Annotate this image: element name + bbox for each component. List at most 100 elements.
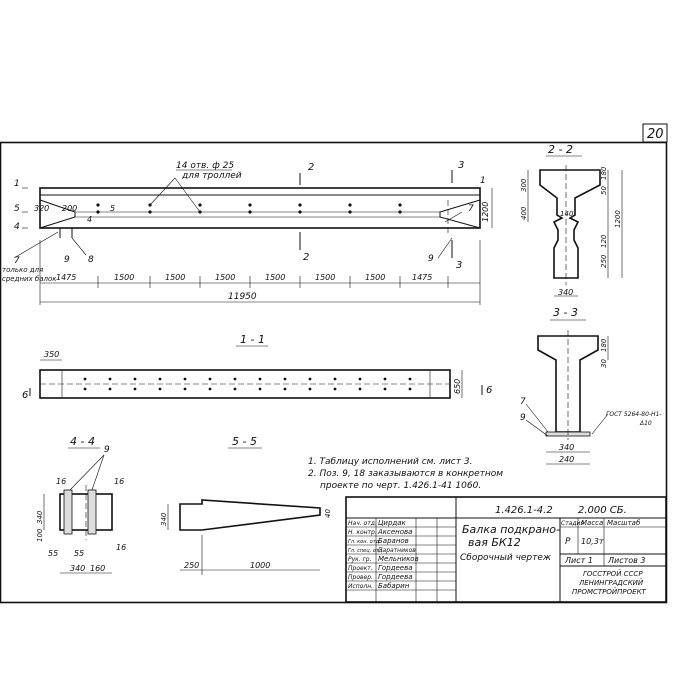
s22-dim-1200: 1200: [614, 210, 622, 228]
span-3: 1500: [165, 273, 185, 282]
sig-name-7: Гордеева: [378, 573, 413, 581]
s22-dim-140-r: 140: [560, 210, 574, 218]
doc-type: 2.000 СБ.: [578, 505, 627, 516]
section-4-4: 4 - 4 9 16 16 16 340 100 55 55 340 160: [36, 435, 126, 574]
s55-dim-40: 40: [324, 509, 332, 518]
s44-mark-16-a: 16: [56, 477, 66, 486]
s44-dim-340-v: 340: [36, 510, 44, 524]
sheets-label: Листов 3: [607, 556, 646, 565]
sig-role-2: Н. контр.: [348, 529, 377, 536]
span-4: 1500: [215, 273, 235, 282]
sig-role-1: Нач. отд.: [348, 520, 377, 527]
s11-dim-650: 650: [453, 379, 462, 394]
holes-label-1: 14 отв. ф 25: [176, 161, 234, 171]
s44-mark-16-c: 16: [116, 543, 126, 552]
sheet-number: 20: [647, 127, 664, 142]
mass-header: Масса: [581, 519, 603, 527]
section-5-5-title: 5 - 5: [232, 435, 257, 448]
holes-label-2: для троллей: [181, 171, 242, 181]
s22-dim-180: 180: [600, 166, 608, 180]
s33-dim-340: 340: [559, 443, 574, 452]
s22-dim-400: 400: [520, 206, 528, 220]
mark-7-left: 7: [14, 256, 20, 266]
title-line-2: вая БК12: [468, 536, 521, 549]
mark-8: 8: [88, 255, 94, 265]
section-4-4-title: 4 - 4: [70, 435, 95, 448]
sig-name-6: Гордеева: [378, 564, 413, 572]
mark-1: 1: [14, 179, 20, 189]
s33-gost-2: Δ10: [639, 420, 652, 427]
sheet-label: Лист 1: [564, 556, 593, 565]
span-7: 1500: [365, 273, 385, 282]
sig-role-8: Исполн.: [348, 583, 373, 590]
scale-header: Масштаб: [607, 519, 641, 527]
s44-dim-100: 100: [36, 528, 44, 542]
org-line-2: ЛЕНИНГРАДСКИЙ: [578, 578, 644, 587]
s11-dim-350: 350: [44, 350, 59, 359]
s44-mark-16-b: 16: [114, 477, 124, 486]
cut-2-bottom: 2: [303, 252, 309, 263]
s22-dim-340: 340: [558, 288, 573, 297]
cut-2-top: 2: [308, 162, 314, 173]
section-2-2-title: 2 - 2: [548, 143, 573, 156]
mark-5: 5: [14, 204, 20, 214]
note-1: 1. Таблицу исполнений см. лист 3.: [308, 457, 472, 467]
mark-4-inner: 4: [87, 215, 92, 224]
sig-name-3: Баранов: [378, 537, 409, 545]
title-line-1: Балка подкрано-: [462, 523, 560, 536]
sheet-number-box: [642, 123, 668, 143]
plan-holes: [83, 377, 412, 391]
cut-6-right: 6: [486, 385, 492, 396]
s33-mark-7: 7: [520, 397, 526, 407]
stage-value: Р: [565, 537, 571, 547]
sig-name-4: Паратников: [378, 547, 416, 554]
section-5-5: 5 - 5 340 40 250 1000: [160, 435, 332, 575]
sig-name-2: Аксенова: [377, 528, 412, 536]
s55-dim-250: 250: [184, 561, 199, 570]
span-6: 1500: [315, 273, 335, 282]
s44-dim-55-a: 55: [48, 549, 58, 558]
mass-value: 10,3т: [581, 537, 604, 546]
s22-dim-120: 120: [600, 234, 608, 248]
s55-dim-1000: 1000: [250, 561, 270, 570]
title-line-3: Сборочный чертеж: [460, 553, 552, 563]
s55-dim-340: 340: [160, 512, 168, 526]
sig-name-5: Мельников: [378, 555, 419, 563]
mark-7: 7: [468, 204, 474, 214]
s33-dim-30: 30: [600, 359, 608, 368]
sig-role-3: Гл. кон. отд.: [348, 539, 381, 545]
section-3-3: 3 - 3 30 180 7 9 ГОСТ 5264-80-Н1- Δ10 34…: [520, 306, 662, 465]
sig-role-7: Провер.: [348, 574, 373, 581]
notes: 1. Таблицу исполнений см. лист 3. 2. Поз…: [308, 457, 503, 491]
cut-3-bottom: 3: [456, 260, 462, 271]
sig-role-4: Гл. спец. отд.: [348, 548, 384, 554]
s44-dim-55-b: 55: [74, 549, 84, 558]
section-3-3-title: 3 - 3: [553, 306, 578, 319]
s22-dim-250: 250: [600, 254, 608, 268]
sig-name-8: Бабарин: [378, 582, 410, 590]
span-5: 1500: [265, 273, 285, 282]
section-1-1-title: 1 - 1: [240, 333, 265, 346]
s44-mark-9: 9: [104, 445, 110, 455]
mark-9: 9: [428, 254, 434, 264]
elevation-view: 14 отв. ф 25 для троллей 1 5 4 320 200 4…: [2, 160, 493, 305]
dim-1200: 1200: [481, 202, 490, 222]
mark-5-inner: 5: [110, 204, 115, 213]
stage-header: Стадия: [561, 520, 584, 527]
cut-6-left: 6: [22, 390, 28, 401]
span-2: 1500: [114, 273, 134, 282]
org-line-3: ПРОМСТРОЙПРОЕКТ: [572, 587, 647, 596]
org-line-1: ГОССТРОЙ СССР: [583, 569, 643, 578]
span-8: 1475: [412, 273, 432, 282]
note-2b: проекте по черт. 1.426.1-41 1060.: [320, 481, 481, 491]
dim-320: 320: [34, 204, 49, 213]
sheet-frame: [0, 141, 668, 604]
title-block: 1.426.1-4.2 2.000 СБ. Нач. отд. Цирдак Н…: [345, 496, 667, 603]
note-middle-beams: средних балок: [2, 275, 57, 283]
section-1-1: 1 - 1 350 650 6 6: [22, 333, 492, 401]
doc-code: 1.426.1-4.2: [495, 505, 553, 516]
sig-role-6: Проект.: [348, 565, 373, 572]
cut-3-top: 3: [458, 160, 464, 171]
note-2a: 2. Поз. 9, 18 заказываются в конкретном: [308, 469, 503, 479]
